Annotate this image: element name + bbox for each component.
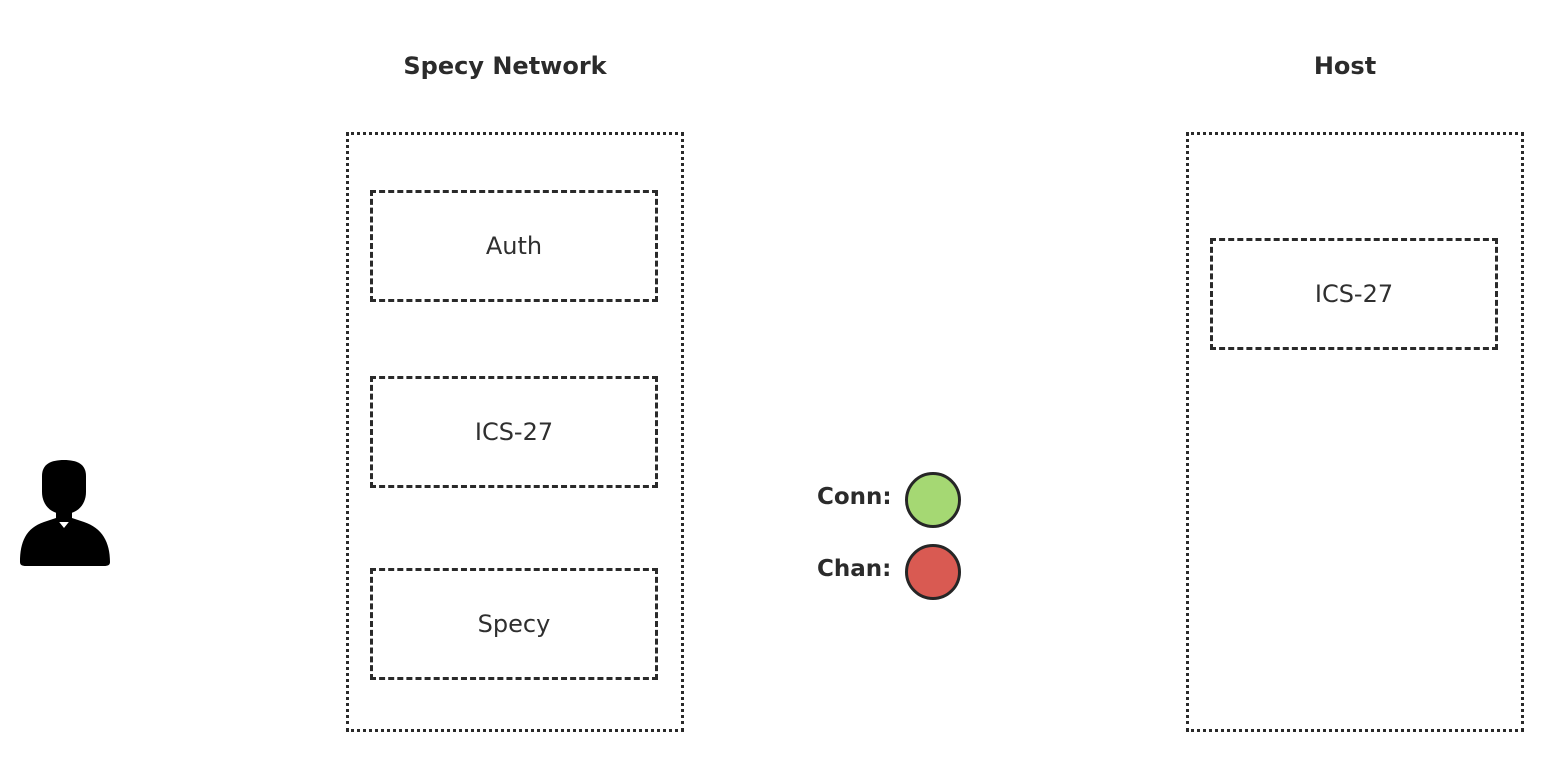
ics27-component-host-label: ICS-27 <box>1314 280 1394 308</box>
auth-component[interactable]: Auth <box>370 190 658 302</box>
specy-network-title: Specy Network <box>403 52 607 80</box>
user-icon <box>20 460 110 566</box>
specy-component[interactable]: Specy <box>370 568 658 680</box>
specy-component-label: Specy <box>477 610 551 638</box>
host-group <box>1186 132 1524 732</box>
chan-status-dot <box>905 544 961 600</box>
specy-network-group <box>346 132 684 732</box>
host-title: Host <box>1313 52 1377 80</box>
conn-status-dot <box>905 472 961 528</box>
auth-component-label: Auth <box>485 232 543 260</box>
ics27-component-host[interactable]: ICS-27 <box>1210 238 1498 350</box>
ics27-component-network[interactable]: ICS-27 <box>370 376 658 488</box>
conn-legend-label: Conn: <box>817 484 892 510</box>
ics27-component-network-label: ICS-27 <box>474 418 554 446</box>
chan-legend-label: Chan: <box>817 556 892 582</box>
